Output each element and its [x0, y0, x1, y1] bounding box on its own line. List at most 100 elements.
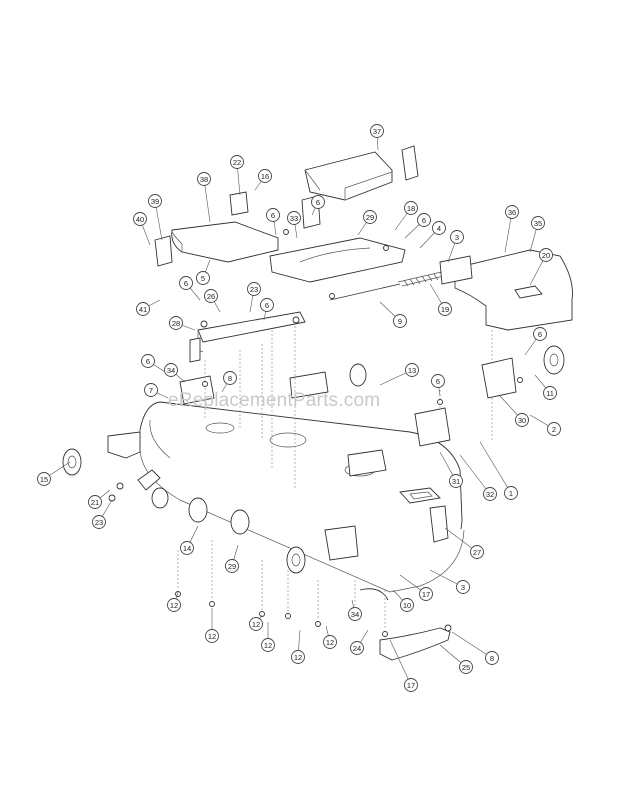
- callout-label: 6: [265, 301, 269, 310]
- callout-circle: [370, 124, 384, 138]
- callout-label: 13: [408, 366, 416, 375]
- callout-circle: [249, 617, 263, 631]
- callout-circle: [88, 495, 102, 509]
- watermark-text: eReplacementParts.com: [168, 390, 381, 411]
- callout-circle: [515, 413, 529, 427]
- callout-6: 6: [431, 374, 445, 388]
- lift-bracket-assembly: [189, 237, 406, 363]
- callout-label: 7: [149, 386, 153, 395]
- callout-label: 16: [261, 172, 269, 181]
- callout-label: 6: [538, 330, 542, 339]
- callout-circle: [432, 221, 446, 235]
- callout-circle: [404, 678, 418, 692]
- callout-label: 19: [441, 305, 449, 314]
- callout-12: 12: [167, 598, 181, 612]
- lift-spring: [329, 269, 453, 301]
- callout-23: 23: [247, 282, 261, 296]
- callout-label: 10: [403, 601, 411, 610]
- callout-3: 3: [456, 580, 470, 594]
- callout-label: 12: [208, 632, 216, 641]
- callout-12: 12: [291, 650, 305, 664]
- callout-circle: [547, 422, 561, 436]
- callout-label: 1: [509, 489, 513, 498]
- callout-circle: [323, 635, 337, 649]
- belt-cover: [304, 151, 393, 201]
- callout-label: 41: [139, 305, 147, 314]
- callout-circle: [400, 598, 414, 612]
- callout-25: 25: [459, 660, 473, 674]
- callout-label: 38: [200, 175, 208, 184]
- callout-circle: [141, 354, 155, 368]
- callout-6: 6: [311, 195, 325, 209]
- callout-label: 39: [151, 197, 159, 206]
- callout-33: 33: [287, 211, 301, 225]
- callout-6: 6: [141, 354, 155, 368]
- callout-label: 17: [422, 590, 430, 599]
- callout-38: 38: [197, 172, 211, 186]
- callout-10: 10: [400, 598, 414, 612]
- callout-circle: [225, 559, 239, 573]
- callout-circle: [393, 314, 407, 328]
- callout-5: 5: [196, 271, 210, 285]
- callout-label: 21: [91, 498, 99, 507]
- callout-label: 8: [490, 654, 494, 663]
- callout-circle: [539, 248, 553, 262]
- callout-circle: [417, 213, 431, 227]
- callout-label: 6: [316, 198, 320, 207]
- callout-label: 17: [407, 681, 415, 690]
- callout-circle: [311, 195, 325, 209]
- callout-label: 32: [486, 490, 494, 499]
- callout-label: 18: [407, 204, 415, 213]
- callout-label: 6: [436, 377, 440, 386]
- callout-label: 26: [207, 292, 215, 301]
- callout-circle: [92, 515, 106, 529]
- callout-37: 37: [370, 124, 384, 138]
- callout-17: 17: [419, 587, 433, 601]
- callout-31: 31: [449, 474, 463, 488]
- callout-label: 31: [452, 477, 460, 486]
- callout-label: 40: [136, 215, 144, 224]
- callout-label: 4: [437, 224, 441, 233]
- callout-label: 14: [183, 544, 191, 553]
- callout-12: 12: [249, 617, 263, 631]
- callout-circle: [196, 271, 210, 285]
- leader-line: [203, 178, 211, 223]
- callout-26: 26: [204, 289, 218, 303]
- callout-label: 15: [40, 475, 48, 484]
- callout-8: 8: [485, 651, 499, 665]
- callout-circle: [260, 298, 274, 312]
- leader-line: [479, 441, 512, 494]
- leader-line: [459, 454, 491, 495]
- callout-18: 18: [404, 201, 418, 215]
- callout-6: 6: [417, 213, 431, 227]
- front-rollers: [137, 469, 451, 661]
- callout-label: 24: [353, 644, 361, 653]
- callout-17: 17: [404, 678, 418, 692]
- callout-circle: [350, 641, 364, 655]
- callout-32: 32: [483, 487, 497, 501]
- callout-circle: [449, 474, 463, 488]
- callout-28: 28: [169, 316, 183, 330]
- left-top-cover: [171, 221, 279, 263]
- callout-circle: [505, 205, 519, 219]
- rear-shroud: [454, 249, 573, 440]
- callout-9: 9: [393, 314, 407, 328]
- callout-label: 6: [146, 357, 150, 366]
- callout-label: 12: [170, 601, 178, 610]
- callout-label: 22: [233, 158, 241, 167]
- callout-label: 34: [167, 366, 175, 375]
- callout-circle: [483, 487, 497, 501]
- callout-circle: [531, 216, 545, 230]
- callout-circle: [136, 302, 150, 316]
- callout-label: 12: [294, 653, 302, 662]
- callout-circle: [543, 386, 557, 400]
- callout-circle: [348, 607, 362, 621]
- callout-41: 41: [136, 302, 150, 316]
- callout-label: 36: [508, 208, 516, 217]
- leader-line: [389, 639, 412, 686]
- callout-22: 22: [230, 155, 244, 169]
- callout-4: 4: [432, 221, 446, 235]
- anti-scalp-wheels: [62, 345, 565, 574]
- callout-label: 2: [552, 425, 556, 434]
